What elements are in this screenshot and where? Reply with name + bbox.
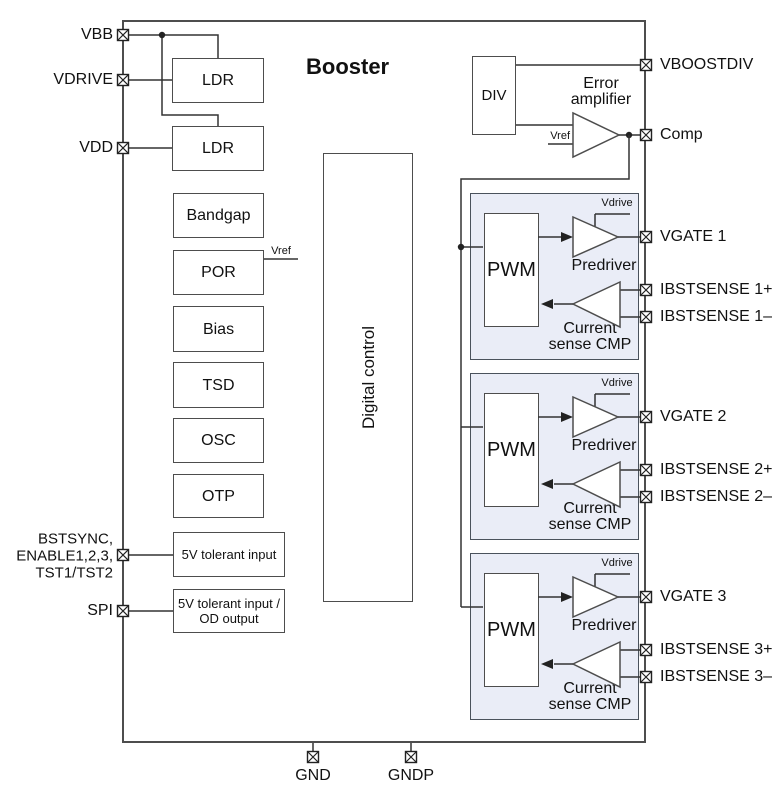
div-label: DIV	[481, 87, 507, 104]
chip-boundary	[122, 20, 646, 743]
pin-label-ibstsense2-plus: IBSTSENSE 2+	[660, 461, 773, 478]
bias-label: Bias	[202, 320, 235, 338]
predriver2-label: Predriver	[571, 437, 637, 454]
digital-control-block: Digital control	[323, 153, 413, 602]
error-amplifier-label: Error amplifier	[570, 75, 632, 108]
pin-label-vgate2: VGATE 2	[660, 408, 727, 425]
tolerant-input-label: 5V tolerant input	[181, 547, 277, 562]
tsd-label: TSD	[202, 376, 235, 394]
channel-2-box: PWM Vdrive Predriver Current sense CMP	[470, 373, 639, 540]
pin-label-vbb: VBB	[80, 26, 113, 43]
tolerant-input-block: 5V tolerant input	[173, 532, 285, 577]
pwm2-label: PWM	[487, 438, 536, 461]
current-sense2-label: Current sense CMP	[548, 500, 632, 533]
current-sense3-label: Current sense CMP	[548, 680, 632, 713]
channel-1-box: PWM Vdrive Predriver Current sense CMP	[470, 193, 639, 360]
vref-por-label: Vref	[271, 245, 291, 257]
pwm2-block: PWM	[484, 393, 539, 507]
pwm1-block: PWM	[484, 213, 539, 327]
bandgap-block: Bandgap	[173, 193, 264, 238]
predriver3-label: Predriver	[571, 617, 637, 634]
ldr-bottom-block: LDR	[172, 126, 264, 171]
pin-label-ibstsense1-minus: IBSTSENSE 1–	[660, 308, 773, 325]
digital-control-label: Digital control	[358, 326, 378, 429]
pwm3-label: PWM	[487, 618, 536, 641]
tsd-block: TSD	[173, 362, 264, 408]
channel-3-box: PWM Vdrive Predriver Current sense CMP	[470, 553, 639, 720]
predriver1-label: Predriver	[571, 257, 637, 274]
vdrive3-label: Vdrive	[601, 557, 633, 569]
pin-label-ibstsense1-plus: IBSTSENSE 1+	[660, 281, 773, 298]
pin-label-comp: Comp	[660, 126, 703, 143]
div-block: DIV	[472, 56, 516, 135]
por-label: POR	[201, 264, 236, 281]
pin-label-ibstsense3-minus: IBSTSENSE 3–	[660, 668, 773, 685]
pin-gndp-icon	[404, 750, 418, 764]
pin-label-vdrive: VDRIVE	[53, 71, 113, 88]
otp-block: OTP	[173, 474, 264, 518]
pin-label-vdd: VDD	[79, 139, 113, 156]
pin-label-spi: SPI	[87, 602, 113, 619]
ldr-bottom-label: LDR	[201, 140, 234, 157]
tolerant-io-label: 5V tolerant input / OD output	[178, 596, 280, 626]
osc-block: OSC	[173, 418, 264, 463]
vref-ea-label: Vref	[550, 130, 570, 142]
diagram-title: Booster	[306, 54, 390, 79]
pin-label-vboostdiv: VBOOSTDIV	[660, 56, 754, 73]
otp-label: OTP	[202, 487, 235, 505]
ldr-top-block: LDR	[172, 58, 264, 103]
tolerant-io-block: 5V tolerant input / OD output	[173, 589, 285, 633]
ldr-top-label: LDR	[201, 72, 234, 89]
pin-label-bstsync-enable-tst: BSTSYNC, ENABLE1,2,3, TST1/TST2	[16, 530, 113, 582]
vdrive1-label: Vdrive	[601, 197, 633, 209]
pin-label-gndp: GNDP	[387, 767, 435, 784]
pin-gnd-icon	[306, 750, 320, 764]
pin-label-gnd: GND	[295, 767, 331, 784]
osc-label: OSC	[201, 432, 236, 449]
vdrive2-label: Vdrive	[601, 377, 633, 389]
pin-label-vgate3: VGATE 3	[660, 588, 727, 605]
por-block: POR	[173, 250, 264, 295]
pin-label-vgate1: VGATE 1	[660, 228, 727, 245]
bandgap-label: Bandgap	[186, 207, 251, 224]
pin-label-ibstsense3-plus: IBSTSENSE 3+	[660, 641, 773, 658]
current-sense1-label: Current sense CMP	[548, 320, 632, 353]
bias-block: Bias	[173, 306, 264, 352]
pin-label-ibstsense2-minus: IBSTSENSE 2–	[660, 488, 773, 505]
pwm3-block: PWM	[484, 573, 539, 687]
pwm1-label: PWM	[487, 258, 536, 281]
